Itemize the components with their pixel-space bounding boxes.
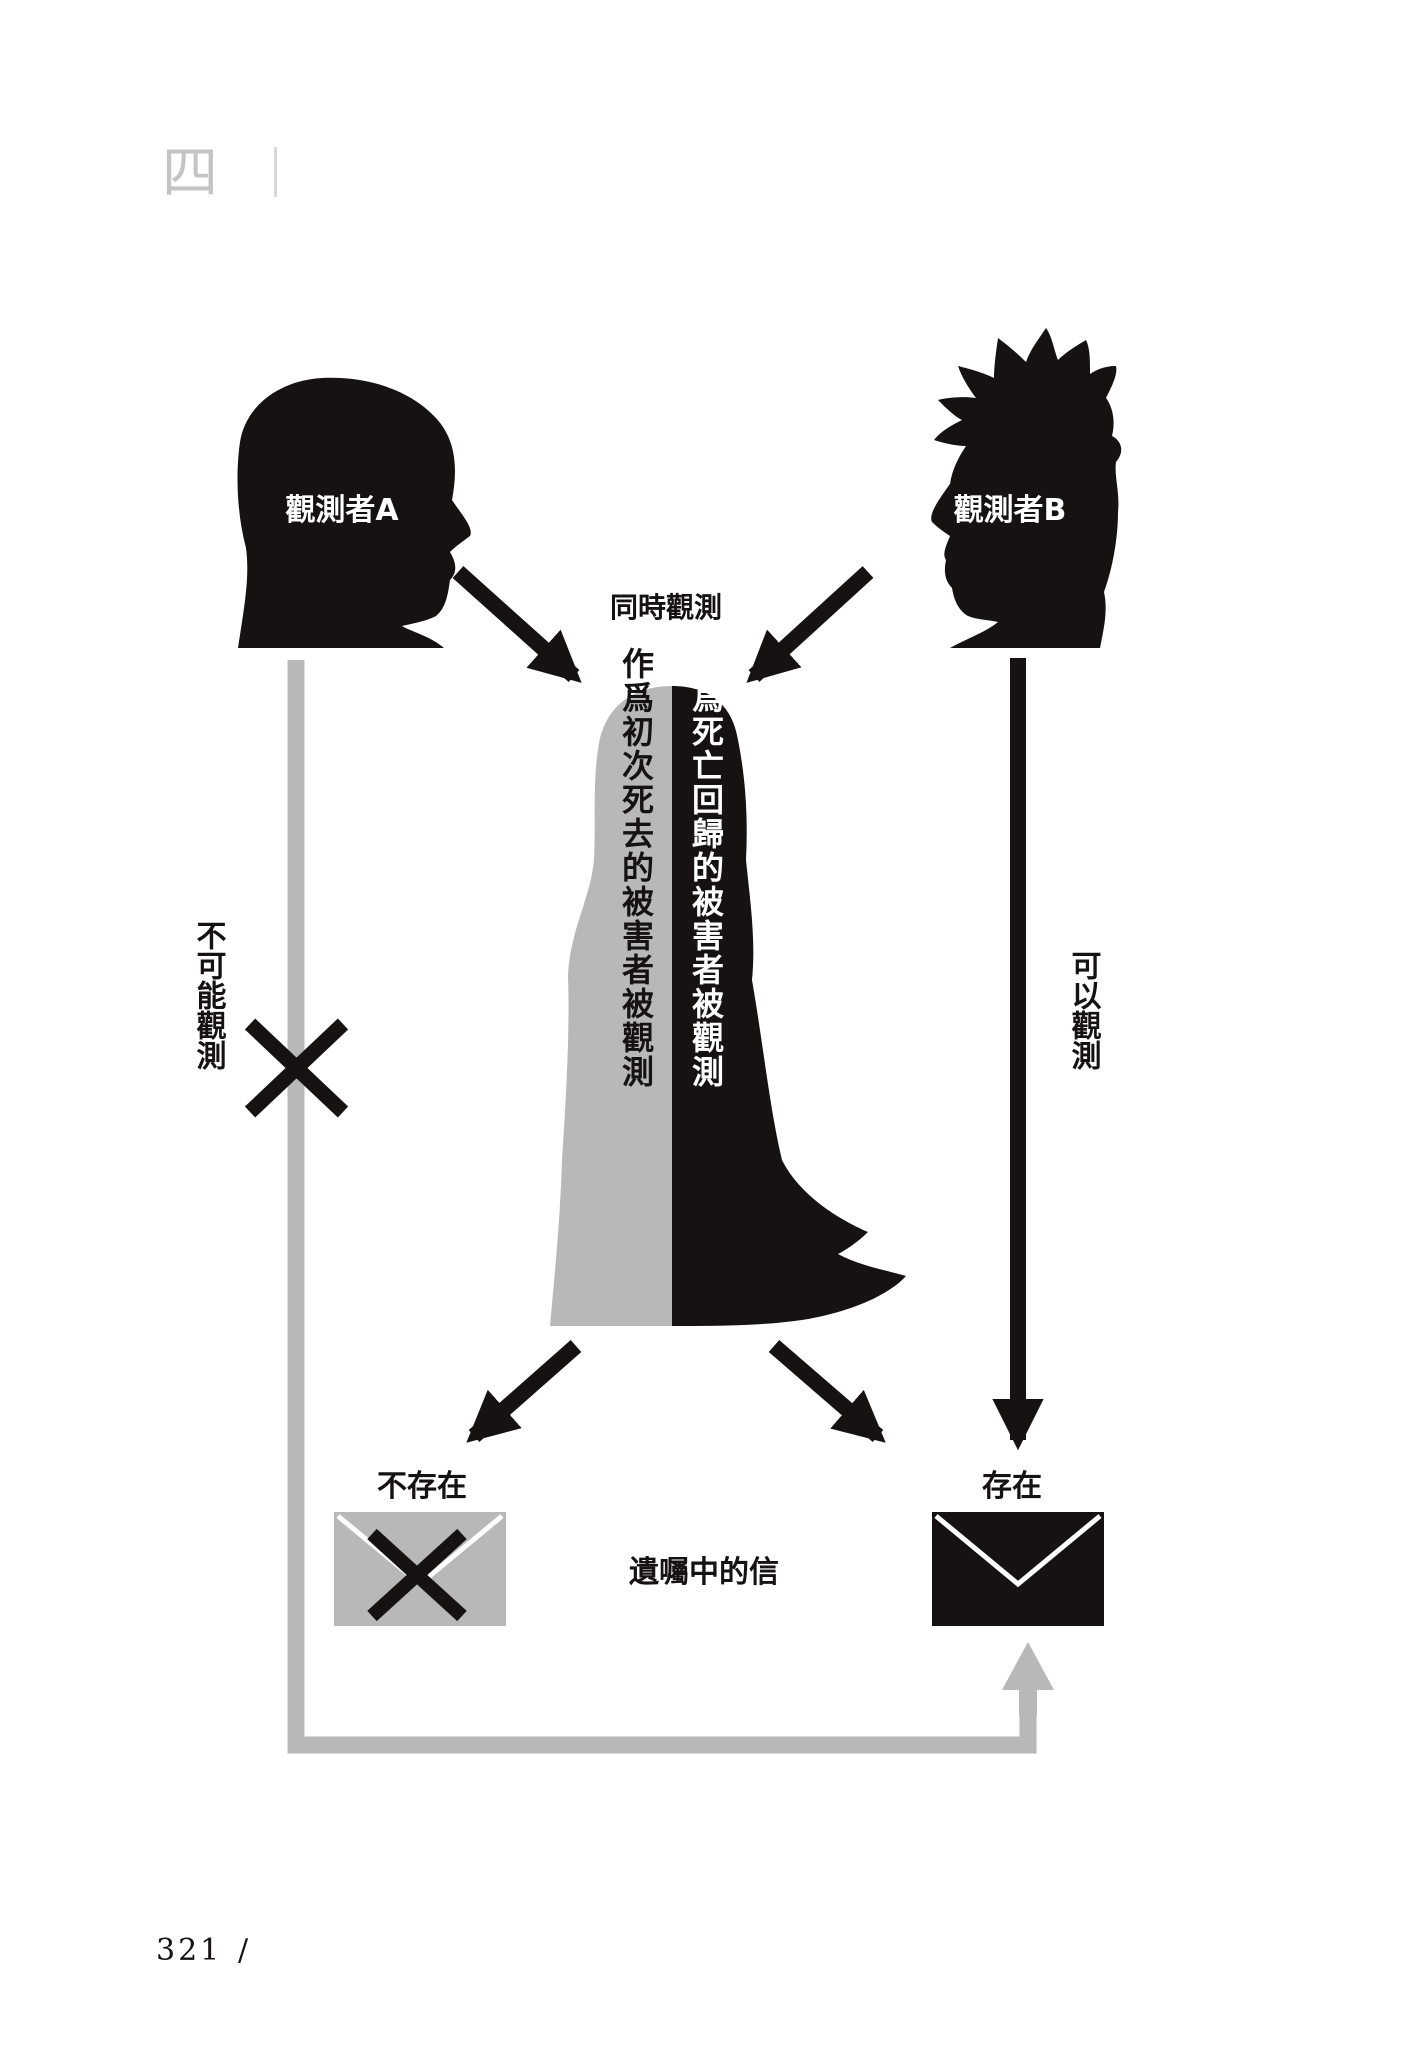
cross-mark-icon xyxy=(244,1018,349,1118)
gray-arrow-stem xyxy=(1019,1686,1037,1716)
simultaneous-label: 同時觀測 xyxy=(610,591,722,624)
exist-label: 存在 xyxy=(982,1469,1042,1504)
will-letter-label: 遺囑中的信 xyxy=(629,1555,779,1590)
page-separator: / xyxy=(238,1933,249,1968)
gray-envelope-icon xyxy=(334,1512,506,1626)
observer-b-label: 觀測者B xyxy=(954,493,1067,528)
victim-gray-half-silhouette xyxy=(550,686,672,1326)
not-exist-label: 不存在 xyxy=(377,1469,467,1504)
observer-b-silhouette-icon xyxy=(931,328,1122,648)
arrow-victim-to-exist xyxy=(768,1339,886,1443)
observer-a-label: 觀測者A xyxy=(285,493,399,528)
can-observe-label: 可以觀測 xyxy=(1066,950,1102,1070)
arrow-victim-to-not-exist xyxy=(466,1340,582,1443)
victim-return-by-death-label: 作爲死亡回歸的被害者被觀測 xyxy=(687,647,725,1089)
victim-black-half-silhouette xyxy=(672,686,906,1326)
gray-arrowhead-icon xyxy=(1002,1642,1054,1690)
arrow-b-to-victim xyxy=(746,566,874,683)
page-number: 321 xyxy=(156,1933,222,1968)
gray-path-a-to-exist xyxy=(287,660,1037,1754)
cannot-observe-label: 不可能觀測 xyxy=(191,920,227,1070)
victim-first-death-label: 作爲初次死去的被害者被觀測 xyxy=(617,647,655,1089)
arrow-a-to-victim xyxy=(452,566,582,683)
observer-a-silhouette-icon xyxy=(237,377,471,648)
chapter-divider xyxy=(274,147,277,197)
chapter-heading: 四 xyxy=(162,141,218,206)
black-envelope-icon xyxy=(932,1512,1104,1626)
